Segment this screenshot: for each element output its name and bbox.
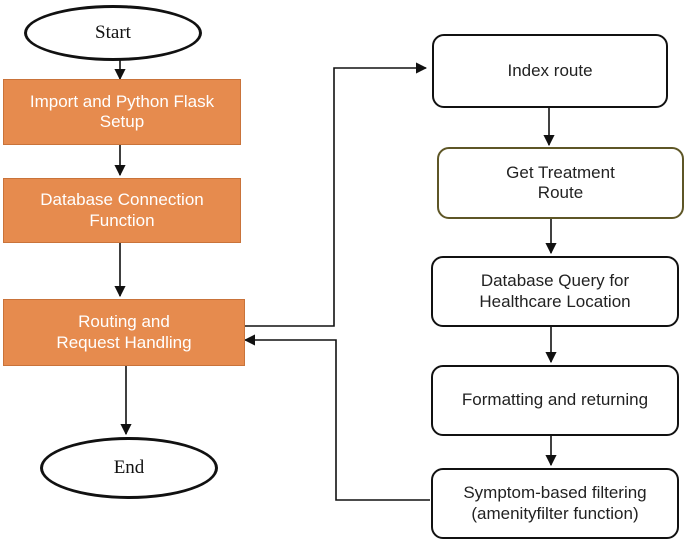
symptom-filter-label: Symptom-based filtering (amenityfilter f… xyxy=(463,483,647,523)
symptom-filter-box: Symptom-based filtering (amenityfilter f… xyxy=(431,468,679,539)
index-route-box: Index route xyxy=(432,34,668,108)
get-treatment-label: Get Treatment Route xyxy=(506,162,615,202)
end-label: End xyxy=(113,456,145,478)
db-query-label: Database Query for Healthcare Location xyxy=(479,271,631,311)
db-connection-process: Database Connection Function xyxy=(3,178,241,243)
start-terminal: Start xyxy=(24,5,202,61)
get-treatment-box: Get Treatment Route xyxy=(437,147,684,219)
routing-label: Routing and Request Handling xyxy=(56,312,192,352)
arrow-filter-to-routing xyxy=(243,334,430,501)
import-setup-label: Import and Python Flask Setup xyxy=(29,91,215,131)
import-setup-process: Import and Python Flask Setup xyxy=(3,79,241,145)
db-query-box: Database Query for Healthcare Location xyxy=(431,256,679,327)
formatting-box: Formatting and returning xyxy=(431,365,679,436)
index-route-label: Index route xyxy=(507,60,593,80)
routing-process: Routing and Request Handling xyxy=(3,299,245,366)
end-terminal: End xyxy=(40,437,218,499)
db-connection-label: Database Connection Function xyxy=(40,190,204,230)
start-label: Start xyxy=(95,21,131,43)
arrow-routing-to-index xyxy=(244,62,428,327)
formatting-label: Formatting and returning xyxy=(461,390,649,410)
